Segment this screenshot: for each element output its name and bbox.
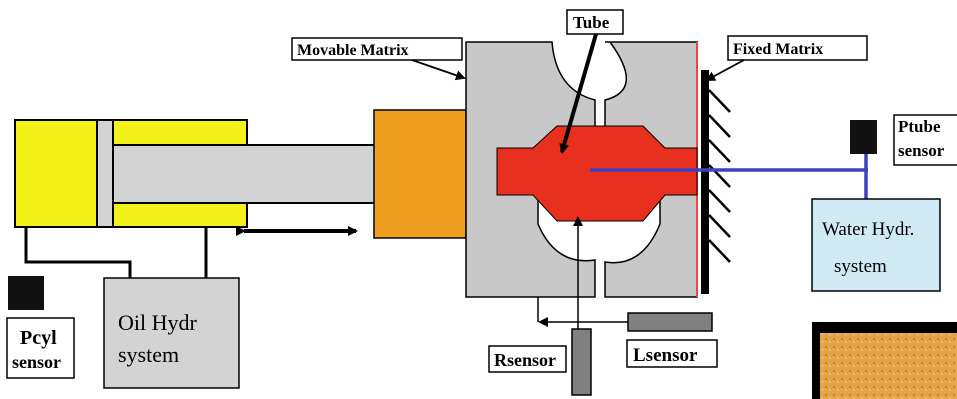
piston-rod bbox=[112, 144, 377, 204]
movable-matrix-label: Movable Matrix bbox=[291, 37, 466, 81]
ptube-label: Ptube sensor bbox=[893, 114, 957, 166]
ptube-sensor-icon bbox=[850, 120, 877, 154]
pcyl-sensor-icon bbox=[8, 276, 44, 310]
movable-matrix-label-text: Movable Matrix bbox=[297, 42, 409, 59]
actuator-block bbox=[373, 109, 467, 239]
tube-label: Tube bbox=[559, 9, 624, 154]
rsensor-label: Rsensor bbox=[488, 345, 567, 373]
hydraulic-cylinder bbox=[14, 119, 377, 228]
lsensor-bar bbox=[627, 312, 713, 332]
fixed-matrix-label: Fixed Matrix bbox=[705, 35, 868, 81]
fixed-matrix-label-text: Fixed Matrix bbox=[733, 41, 823, 58]
lsensor-label-text: Lsensor bbox=[633, 345, 698, 366]
rsensor-label-text: Rsensor bbox=[494, 350, 556, 370]
oil-hydr-system: Oil Hydr system bbox=[103, 277, 240, 389]
ptube-label-line2: sensor bbox=[898, 141, 945, 160]
ptube-label-line1: Ptube bbox=[898, 117, 941, 136]
tube bbox=[496, 125, 698, 222]
inset-photo bbox=[812, 322, 957, 399]
pcyl-label: Pcyl sensor bbox=[6, 317, 75, 379]
tube-label-text: Tube bbox=[573, 13, 610, 32]
rsensor-bar bbox=[571, 328, 592, 396]
oil-hydr-label-line2: system bbox=[118, 342, 179, 367]
water-hydr-system: Water Hydr. system bbox=[811, 198, 941, 292]
water-hydr-label-line2: system bbox=[834, 256, 887, 277]
oil-lines bbox=[24, 227, 208, 278]
piston bbox=[96, 119, 114, 228]
lsensor-label: Lsensor bbox=[626, 339, 718, 368]
pcyl-label-line1: Pcyl bbox=[20, 327, 57, 349]
pcyl-label-line2: sensor bbox=[12, 352, 61, 372]
water-hydr-label-line1: Water Hydr. bbox=[822, 219, 914, 240]
fixed-wall bbox=[701, 70, 731, 294]
oil-hydr-label-line1: Oil Hydr bbox=[118, 310, 198, 335]
